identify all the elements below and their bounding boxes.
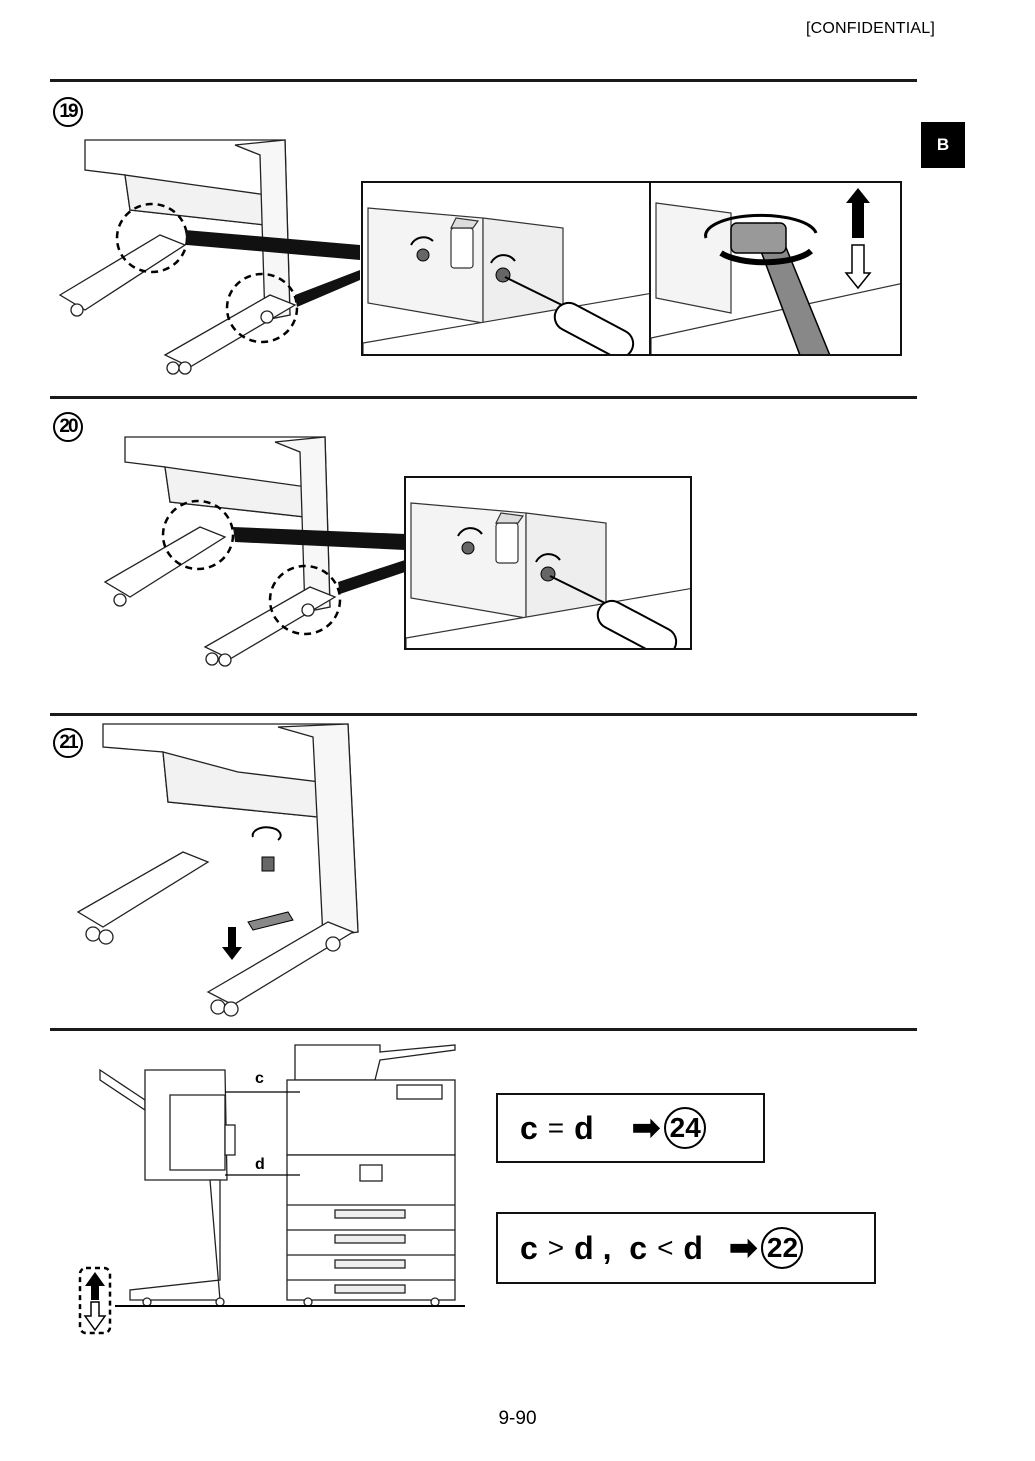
section-divider — [50, 79, 917, 82]
step-number: 20 — [53, 412, 83, 442]
machine-side-diagram — [78, 1044, 465, 1335]
page-number: 9-90 — [498, 1408, 537, 1429]
go-to-step[interactable]: 24 — [664, 1107, 707, 1149]
var-c: c — [520, 1109, 538, 1146]
greater-than-sign: > — [547, 1232, 565, 1263]
var-d-c: d , c — [574, 1229, 648, 1266]
condition-box-unequal: c > d , c < d ➡ 22 — [496, 1212, 876, 1284]
measurement-label-c: c — [255, 1070, 264, 1087]
measurement-label-d: d — [255, 1156, 265, 1173]
var-d: d — [574, 1109, 594, 1146]
finisher-base-illustration — [103, 436, 405, 667]
go-to-step[interactable]: 22 — [761, 1227, 804, 1269]
var-c: c — [520, 1229, 538, 1266]
arrow-right-icon: ➡ — [728, 1229, 758, 1267]
less-than-sign: < — [657, 1232, 674, 1263]
section-divider — [50, 1028, 917, 1031]
condition-box-equal: c = d ➡ 24 — [496, 1093, 765, 1163]
step-number: 19 — [53, 97, 83, 127]
finisher-base-illustration — [76, 723, 359, 1017]
section-tab[interactable]: B — [921, 122, 965, 168]
detail-view-screws — [361, 181, 651, 356]
confidential-label: [CONFIDENTIAL] — [805, 20, 935, 37]
arrow-right-icon: ➡ — [631, 1109, 661, 1147]
section-divider — [50, 713, 917, 716]
equals-sign: = — [547, 1112, 565, 1143]
detail-view-screws — [404, 476, 692, 650]
step-number: 21 — [53, 728, 83, 758]
section-divider — [50, 396, 917, 399]
detail-view-wrench — [649, 181, 902, 356]
finisher-base-illustration — [58, 139, 360, 375]
var-d: d — [683, 1229, 703, 1266]
